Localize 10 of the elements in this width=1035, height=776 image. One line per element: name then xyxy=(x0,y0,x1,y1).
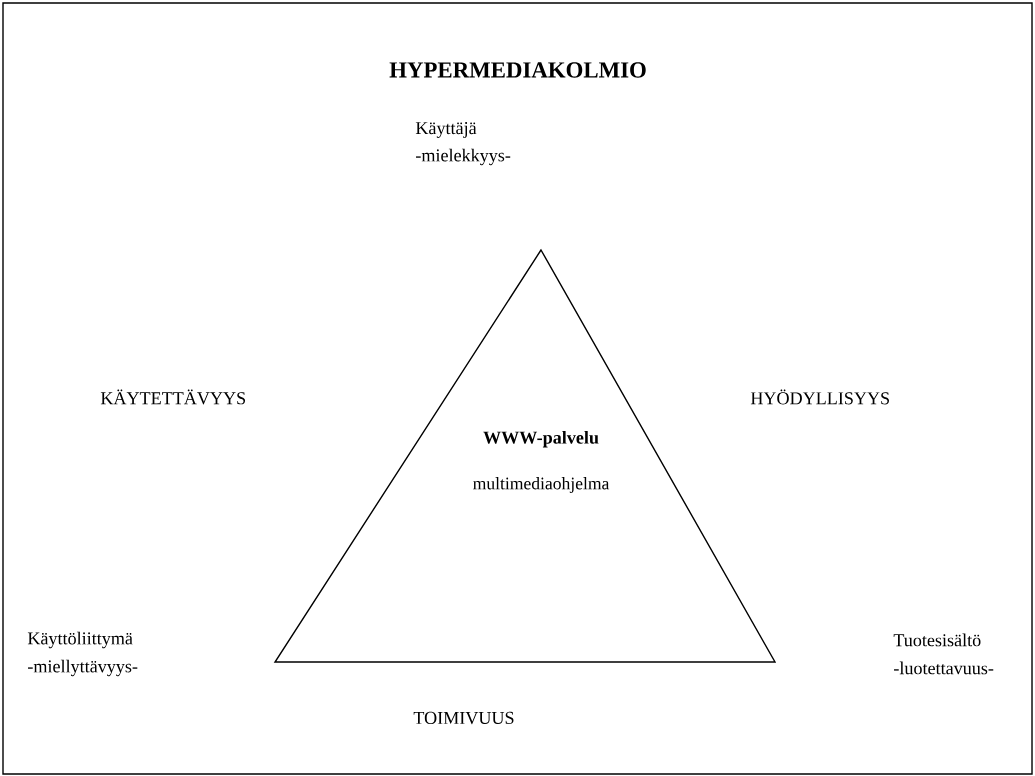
label: HYÖDYLLISYYS xyxy=(750,389,889,405)
label: Käyttäjä xyxy=(415,122,477,138)
label: Tuotesisältö xyxy=(893,633,981,647)
label: TOIMIVUUS xyxy=(413,711,514,725)
label: -luotettavuus- xyxy=(894,661,994,675)
label: Käyttöliittymä xyxy=(27,631,133,649)
title: HYPERMEDIAKOLMIO xyxy=(389,62,646,78)
label: -mielekkyys- xyxy=(416,148,511,166)
label: -miellyttävyys- xyxy=(28,659,138,677)
label: KÄYTETTÄVYYS xyxy=(100,389,246,405)
